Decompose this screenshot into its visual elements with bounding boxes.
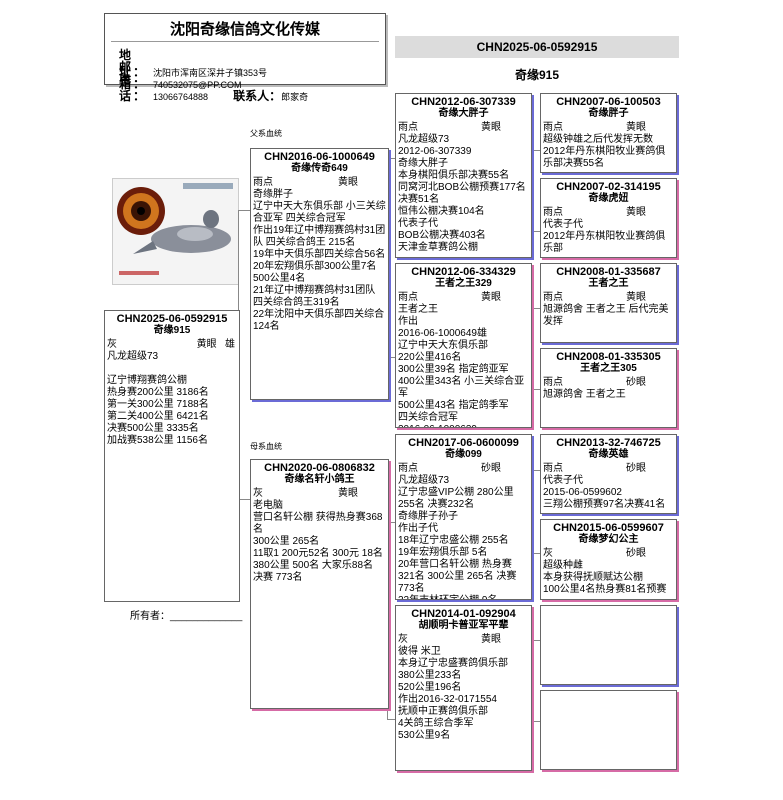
dam-card[interactable]: CHN2020-06-0806832 奇缘名轩小鸽王 灰 黄眼 老电脑 营口名轩公… [250, 459, 389, 709]
ggp-name: 奇缘梦幻公主 [541, 534, 676, 546]
ggp-eye: 黄眼 [626, 122, 646, 134]
gp-color: 雨点 [398, 122, 418, 134]
phone-row: 电 话：13066764888 联系人：郎家奇 [119, 70, 308, 104]
gp-notes: 凡龙超级73 2012-06-307339 奇缘大胖子 本身棋阳俱乐部决赛55名… [396, 134, 531, 254]
ggp-eye: 黄眼 [626, 292, 646, 304]
ggp-eye: 砂眼 [626, 463, 646, 475]
company-title: 沈阳奇缘信鸽文化传媒 [105, 18, 385, 39]
great-grandparent-card-7-empty[interactable] [540, 605, 677, 685]
gp-notes: 王者之王 作出 2016-06-1000649雄 辽宁中天大东俱乐部 220公里… [396, 304, 531, 428]
dam-notes: 老电脑 营口名轩公棚 获得热身赛368名 300公里 265名 11取1 200… [251, 500, 388, 584]
banner-ring: CHN2025-06-0592915 [395, 36, 679, 58]
pigeon-photo [112, 178, 239, 285]
ggp-color: 雨点 [543, 377, 563, 389]
grandparent-card-4[interactable]: CHN2014-01-092904 胡顺明卡普亚军平辈 灰 黄眼 彼得 米卫 本身… [395, 605, 532, 771]
ggp-ring: CHN2007-02-314195 [541, 181, 676, 193]
ggp-ring: CHN2008-01-335687 [541, 266, 676, 278]
gp-eye: 黄眼 [481, 292, 501, 304]
ggp-notes: 旭源鸽舍 王者之王 后代完美发挥 [541, 304, 676, 328]
subject-sex: 雄 [225, 339, 235, 350]
ggp-notes: 代表子代 2012年丹东棋阳牧业赛鸽俱乐部 [541, 219, 676, 255]
sire-name: 奇缘传奇649 [251, 163, 388, 175]
sire-notes: 奇缘胖子 辽宁中天大东俱乐部 小三关综合亚军 四关综合冠军 作出19年辽中博翔赛… [251, 189, 388, 333]
gp-name: 王者之王329 [396, 278, 531, 290]
ggp-ring: CHN2008-01-335305 [541, 351, 676, 363]
ggp-eye: 黄眼 [626, 207, 646, 219]
ggp-name: 王者之王305 [541, 363, 676, 375]
dam-color: 灰 [253, 488, 263, 500]
great-grandparent-card-2[interactable]: CHN2007-02-314195 奇缘虎妞 雨点 黄眼 代表子代 2012年丹东… [540, 178, 677, 258]
gp-eye: 黄眼 [481, 634, 501, 646]
ggp-ring: CHN2013-32-746725 [541, 437, 676, 449]
sire-line-label: 父系血统 [250, 128, 282, 139]
ggp-name: 奇缘英雄 [541, 449, 676, 461]
sire-card[interactable]: CHN2016-06-1000649 奇缘传奇649 雨点 黄眼 奇缘胖子 辽宁中… [250, 148, 389, 400]
gp-name: 胡顺明卡普亚军平辈 [396, 620, 531, 632]
ggp-notes: 超级钟雄之后代发挥无数 2012年丹东棋阳牧业赛鸽俱乐部决赛55名 [541, 134, 676, 170]
grandparent-card-2[interactable]: CHN2012-06-334329 王者之王329 雨点 黄眼 王者之王 作出 2… [395, 263, 532, 428]
ggp-name: 奇缘虎妞 [541, 193, 676, 205]
dam-ring: CHN2020-06-0806832 [251, 462, 388, 474]
great-grandparent-card-3[interactable]: CHN2008-01-335687 王者之王 雨点 黄眼 旭源鸽舍 王者之王 后代… [540, 263, 677, 343]
gp-name: 奇缘大胖子 [396, 108, 531, 120]
great-grandparent-card-1[interactable]: CHN2007-06-100503 奇缘胖子 雨点 黄眼 超级钟雄之后代发挥无数 … [540, 93, 677, 173]
subject-name: 奇缘915 [105, 325, 239, 337]
ggp-name: 王者之王 [541, 278, 676, 290]
ggp-name: 奇缘胖子 [541, 108, 676, 120]
dam-name: 奇缘名轩小鸽王 [251, 474, 388, 486]
ggp-ring: CHN2015-06-0599607 [541, 522, 676, 534]
ggp-notes: 代表子代 2015-06-0599602 三翔公棚预赛97名决赛41名 [541, 475, 676, 511]
gp-name: 奇缘099 [396, 449, 531, 461]
subject-notes: 凡龙超级73 辽宁博翔赛鸽公棚 热身赛200公里 3186名 第一关300公里 … [105, 351, 239, 447]
ggp-color: 雨点 [543, 207, 563, 219]
contact-label: 联系人： [233, 87, 281, 104]
ggp-color: 灰 [543, 548, 553, 560]
phone-label: 电 话： [119, 70, 153, 104]
great-grandparent-card-8-empty[interactable] [540, 690, 677, 770]
ggp-color: 雨点 [543, 292, 563, 304]
subject-ring: CHN2025-06-0592915 [105, 313, 239, 325]
gp-color: 雨点 [398, 292, 418, 304]
gp-ring: CHN2017-06-0600099 [396, 437, 531, 449]
gp-ring: CHN2014-01-092904 [396, 608, 531, 620]
gp-ring: CHN2012-06-334329 [396, 266, 531, 278]
ggp-color: 雨点 [543, 463, 563, 475]
ggp-color: 雨点 [543, 122, 563, 134]
ggp-eye: 砂眼 [626, 377, 646, 389]
sire-eye: 黄眼 [338, 177, 358, 189]
gp-notes: 凡龙超级73 辽宁忠盛VIP公棚 280公里255名 决赛232名 奇缘胖子孙子… [396, 475, 531, 600]
subject-color: 灰 [107, 339, 117, 351]
sire-ring: CHN2016-06-1000649 [251, 151, 388, 163]
gp-notes: 彼得 米卫 本身辽宁忠盛赛鸽俱乐部 380公里233名 520公里196名 作出… [396, 646, 531, 742]
gp-eye: 砂眼 [481, 463, 501, 475]
great-grandparent-card-4[interactable]: CHN2008-01-335305 王者之王305 雨点 砂眼 旭源鸽舍 王者之王 [540, 348, 677, 428]
phone-value: 13066764888 [153, 92, 208, 102]
ggp-ring: CHN2007-06-100503 [541, 96, 676, 108]
gp-ring: CHN2012-06-307339 [396, 96, 531, 108]
header-divider [111, 41, 379, 42]
subject-eye: 黄眼 [197, 339, 217, 350]
banner-name: 奇缘915 [395, 66, 679, 83]
gp-color: 灰 [398, 634, 408, 646]
header-card: 沈阳奇缘信鸽文化传媒 地 址：沈阳市浑南区深井子镇353号 邮 箱：740532… [104, 13, 386, 85]
grandparent-card-1[interactable]: CHN2012-06-307339 奇缘大胖子 雨点 黄眼 凡龙超级73 2012… [395, 93, 532, 258]
grandparent-card-3[interactable]: CHN2017-06-0600099 奇缘099 雨点 砂眼 凡龙超级73 辽宁忠… [395, 434, 532, 600]
great-grandparent-card-6[interactable]: CHN2015-06-0599607 奇缘梦幻公主 灰 砂眼 超级种雌 本身获得抚… [540, 519, 677, 600]
dam-eye: 黄眼 [338, 488, 358, 500]
gp-eye: 黄眼 [481, 122, 501, 134]
sire-color: 雨点 [253, 177, 273, 189]
dam-line-label: 母系血统 [250, 441, 282, 452]
ggp-eye: 砂眼 [626, 548, 646, 560]
subject-card[interactable]: CHN2025-06-0592915 奇缘915 灰 黄眼 雄 凡龙超级73 辽… [104, 310, 240, 602]
ggp-notes: 超级种雌 本身获得抚顺赋达公棚 100公里4名热身赛81名预赛 [541, 560, 676, 596]
ggp-notes: 旭源鸽舍 王者之王 [541, 389, 676, 401]
contact-value: 郎家奇 [281, 92, 308, 102]
owner-field: 所有者：_____________ [130, 607, 242, 622]
gp-color: 雨点 [398, 463, 418, 475]
great-grandparent-card-5[interactable]: CHN2013-32-746725 奇缘英雄 雨点 砂眼 代表子代 2015-06… [540, 434, 677, 514]
